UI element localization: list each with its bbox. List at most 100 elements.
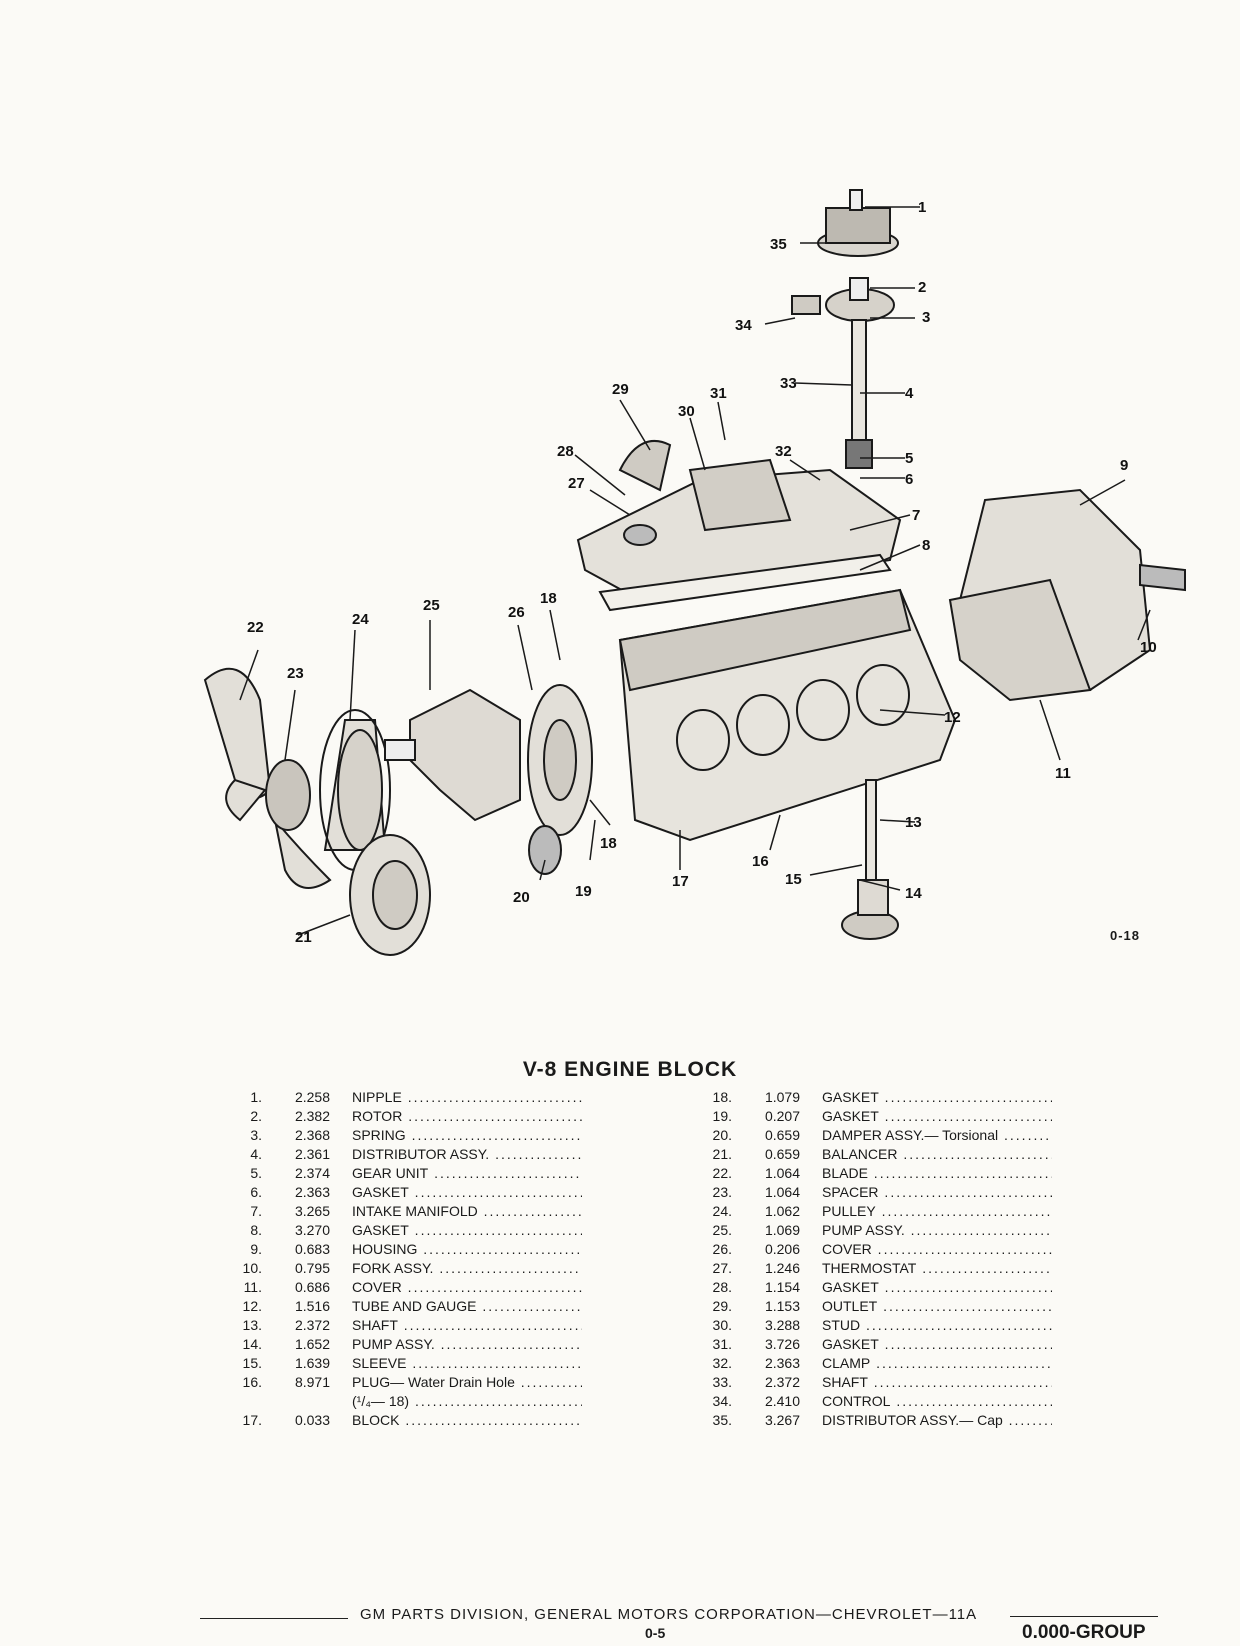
part-name: DAMPER ASSY.— Torsional bbox=[822, 1126, 1052, 1145]
callout-26: 26 bbox=[508, 604, 525, 621]
part-name: INTAKE MANIFOLD bbox=[352, 1202, 582, 1221]
callout-15: 15 bbox=[785, 871, 802, 888]
callout-6: 6 bbox=[905, 471, 913, 488]
part-code bbox=[262, 1392, 330, 1411]
manifold-gasket-part bbox=[598, 553, 892, 612]
callout-34: 34 bbox=[735, 317, 752, 334]
part-code: 8.971 bbox=[294, 1374, 330, 1390]
part-name: HOUSING bbox=[352, 1240, 582, 1259]
part-number: 31. bbox=[712, 1336, 732, 1352]
part-number: 8. bbox=[250, 1222, 262, 1238]
part-name: PULLEY bbox=[822, 1202, 1052, 1221]
group-label: 0.000-GROUP bbox=[1022, 1622, 1146, 1643]
callout-4: 4 bbox=[905, 385, 914, 402]
parts-list-left: 1.2.258NIPPLE2.2.382ROTOR3.2.368SPRING4.… bbox=[230, 1088, 582, 1430]
engine-block-part bbox=[618, 588, 957, 842]
part-code: 3.265 bbox=[294, 1203, 330, 1219]
part-number: 3. bbox=[250, 1127, 262, 1143]
part-code: 0.206 bbox=[764, 1241, 800, 1257]
fan-blade-part bbox=[203, 667, 332, 889]
part-name: GASKET bbox=[352, 1183, 582, 1202]
part-code: 2.363 bbox=[764, 1355, 800, 1371]
part-number: 27. bbox=[712, 1260, 732, 1276]
part-name: OUTLET bbox=[822, 1297, 1052, 1316]
page-number: 0-5 bbox=[645, 1625, 666, 1641]
part-name: SPRING bbox=[352, 1126, 582, 1145]
part-number: 10. bbox=[242, 1260, 262, 1276]
callout-28: 28 bbox=[557, 443, 574, 460]
callout-7: 7 bbox=[912, 507, 920, 524]
part-name: PUMP ASSY. bbox=[352, 1335, 582, 1354]
part-number: 21. bbox=[712, 1146, 732, 1162]
part-name: GASKET bbox=[822, 1088, 1052, 1107]
part-number: 33. bbox=[712, 1374, 732, 1390]
part-number: 12. bbox=[242, 1298, 262, 1314]
callout-35: 35 bbox=[770, 236, 787, 253]
callout-9: 9 bbox=[1120, 457, 1128, 474]
part-number: 2. bbox=[250, 1108, 262, 1124]
water-pump-part bbox=[384, 688, 521, 822]
part-number: 34. bbox=[712, 1393, 732, 1409]
callout-33: 33 bbox=[780, 375, 797, 392]
parts-row: (¹/₄— 18) bbox=[230, 1392, 582, 1411]
part-code: 1.154 bbox=[764, 1279, 800, 1295]
callout-10: 10 bbox=[1140, 639, 1157, 656]
callout-2: 2 bbox=[918, 279, 926, 296]
callout-24: 24 bbox=[352, 611, 369, 628]
callout-8: 8 bbox=[922, 537, 930, 554]
part-name: BALANCER bbox=[822, 1145, 1052, 1164]
part-number: 16. bbox=[242, 1374, 262, 1390]
part-name: DISTRIBUTOR ASSY. bbox=[352, 1145, 582, 1164]
pulley-part bbox=[319, 709, 391, 871]
callout-1: 1 bbox=[918, 199, 926, 216]
callout-29: 29 bbox=[612, 381, 629, 398]
figure-code: 0-18 bbox=[1110, 928, 1141, 943]
part-number bbox=[230, 1392, 262, 1411]
part-code: 0.207 bbox=[764, 1108, 800, 1124]
part-code: 0.795 bbox=[294, 1260, 330, 1276]
part-number: 20. bbox=[712, 1127, 732, 1143]
part-code: 1.153 bbox=[764, 1298, 800, 1314]
part-code: 1.246 bbox=[764, 1260, 800, 1276]
part-number: 6. bbox=[250, 1184, 262, 1200]
part-code: 2.258 bbox=[294, 1089, 330, 1105]
part-code: 0.683 bbox=[294, 1241, 330, 1257]
part-code: 2.372 bbox=[294, 1317, 330, 1333]
part-code: 1.079 bbox=[764, 1089, 800, 1105]
part-code: 2.410 bbox=[764, 1393, 800, 1409]
part-name: (¹/₄— 18) bbox=[352, 1392, 582, 1411]
part-number: 22. bbox=[712, 1165, 732, 1181]
distributor-body-part bbox=[791, 277, 895, 469]
part-name: CLAMP bbox=[822, 1354, 1052, 1373]
callout-13: 13 bbox=[905, 814, 922, 831]
parts-row: 3. 2.368 SPRING bbox=[230, 1126, 582, 1145]
part-name: THERMOSTAT bbox=[822, 1259, 1052, 1278]
callout-30: 30 bbox=[678, 403, 695, 420]
part-code: 0.659 bbox=[764, 1146, 800, 1162]
part-name: STUD bbox=[822, 1316, 1052, 1335]
part-code: 2.368 bbox=[294, 1127, 330, 1143]
callout-32: 32 bbox=[775, 443, 792, 460]
part-name: COVER bbox=[352, 1278, 582, 1297]
part-number: 18. bbox=[712, 1089, 732, 1105]
part-number: 35. bbox=[712, 1412, 732, 1428]
engine-exploded-diagram: 1 35 2 3 34 33 4 5 6 7 8 9 10 11 12 13 1… bbox=[203, 189, 1186, 956]
part-name: ROTOR bbox=[352, 1107, 582, 1126]
part-number: 32. bbox=[712, 1355, 732, 1371]
callout-5: 5 bbox=[905, 450, 913, 467]
part-number: 24. bbox=[712, 1203, 732, 1219]
